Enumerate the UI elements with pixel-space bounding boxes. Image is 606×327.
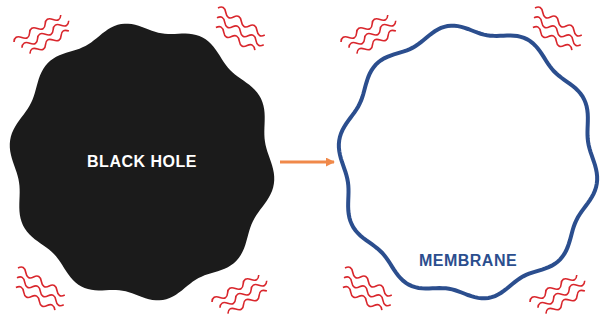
membrane-shape: MEMBRANE — [335, 22, 601, 302]
node-label: MEMBRANE — [419, 252, 517, 270]
flow-arrow — [280, 161, 334, 164]
black-hole-shape: BLACK HOLE — [8, 22, 276, 302]
node-label: BLACK HOLE — [87, 153, 197, 171]
